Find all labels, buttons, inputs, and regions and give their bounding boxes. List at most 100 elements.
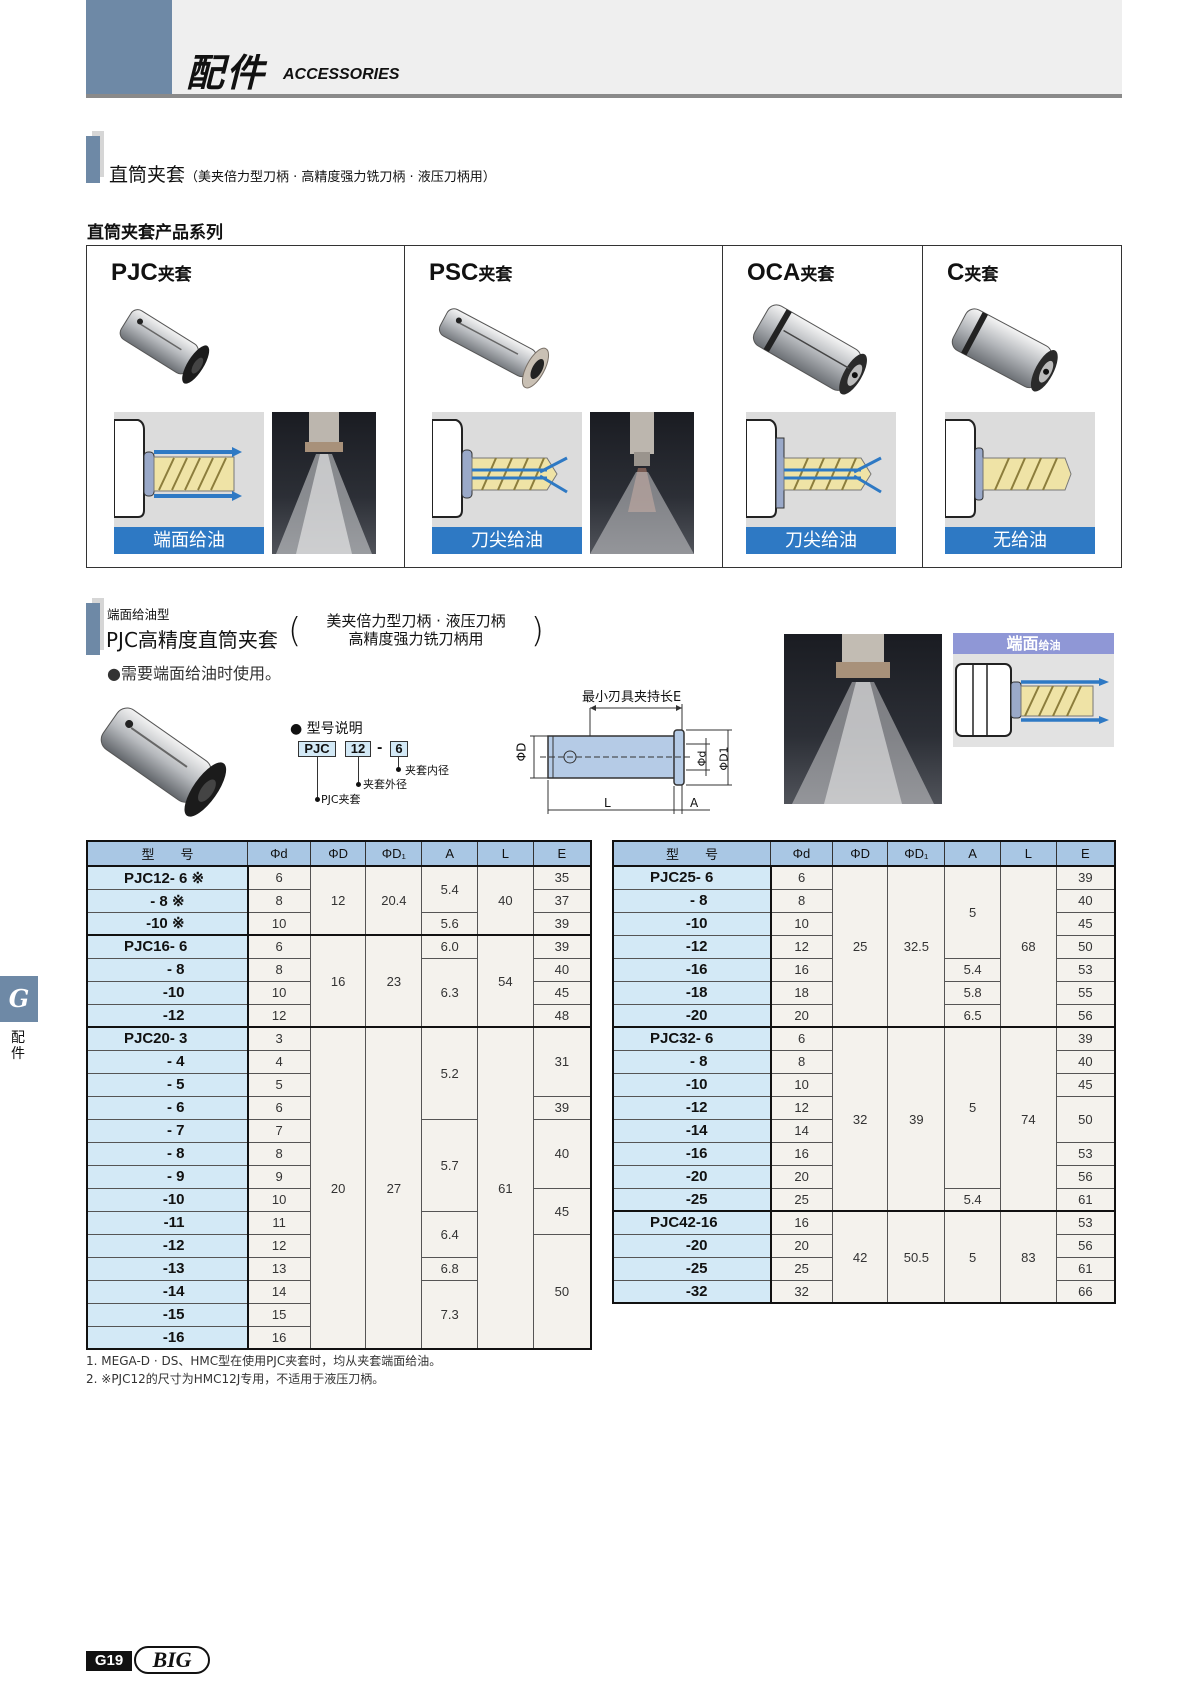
model-separator: - — [377, 741, 383, 756]
pjc-usage-note: ●需要端面给油时使用。 — [107, 664, 281, 683]
model-part-inner-dia: 6 — [390, 741, 408, 757]
col-D1: ΦD₁ — [887, 840, 946, 867]
leader-dot — [315, 797, 320, 802]
col-A: A — [944, 840, 1002, 867]
section-title-paren: （美夹倍力型刀柄 · 高精度强力铣刀柄 · 液压刀柄用） — [185, 170, 496, 185]
coolant-label: 刀尖给油 — [432, 527, 582, 554]
coolant-diagram-tip: 刀尖给油 — [432, 412, 582, 554]
section-title-main: 直筒夹套 — [109, 164, 186, 186]
end-face-badge: 端面给油 — [953, 633, 1114, 654]
pjc-type-label: 端面给油型 — [107, 607, 170, 622]
chapter-tab-g[interactable]: G — [0, 976, 38, 1022]
oca-collet-image — [752, 304, 867, 395]
footnote-2: 2. ※PJC12的尺寸为HMC12J专用，不适用于液压刀柄。 — [86, 1372, 385, 1386]
tip-coolant-illustration — [432, 419, 568, 518]
drawing-label-D1: ΦD1 — [717, 746, 731, 771]
pjc-title: PJC高精度直筒夹套 — [106, 628, 278, 652]
spray-photo-illustration — [792, 634, 934, 804]
drawing-label-A: A — [690, 796, 699, 810]
model-part-series: PJC — [298, 741, 336, 757]
drawing-label-d: Φd — [695, 750, 709, 767]
psc-collet-image — [438, 308, 550, 389]
series-card-oca: OCA夹套 刀尖给油 — [723, 246, 923, 567]
series-name: C夹套 — [947, 259, 999, 286]
col-d: Φd — [770, 840, 833, 867]
model-part-outer-dia: 12 — [345, 741, 371, 757]
leader-line — [358, 757, 359, 782]
table-header-row: 型 号 Φd ΦD ΦD₁ A L E — [86, 840, 592, 867]
page-number: G19 — [86, 1651, 132, 1671]
col-A: A — [421, 840, 479, 867]
series-name: PJC夹套 — [111, 259, 192, 286]
pjc-usage-paren: ( 美夹倍力型刀柄 · 液压刀柄 高精度强力铣刀柄用 ) — [288, 612, 544, 648]
leader-line — [398, 757, 399, 767]
tip-coolant-illustration — [746, 419, 882, 518]
col-L: L — [477, 840, 534, 867]
badge-small-text: 给油 — [1038, 639, 1061, 652]
spray-photo-large — [784, 634, 942, 804]
pjc-product-image — [100, 707, 227, 817]
col-D: ΦD — [831, 840, 889, 867]
col-E: E — [1055, 840, 1116, 867]
bracket-open: ( — [288, 611, 302, 651]
col-E: E — [532, 840, 592, 867]
header-color-block — [86, 0, 172, 97]
leader-line — [317, 757, 318, 797]
col-model: 型 号 — [612, 840, 772, 867]
series-heading: 直筒夹套产品系列 — [87, 223, 223, 243]
no-coolant-illustration — [945, 419, 1072, 518]
end-face-coolant-illustration — [955, 663, 1109, 737]
end-face-coolant-illustration — [114, 419, 242, 518]
coolant-spray-photo — [272, 412, 376, 554]
product-series-panel: PJC夹套 端面给油 — [86, 245, 1122, 568]
spray-photo-illustration — [590, 412, 694, 554]
pjc-usage-line2: 高精度强力铣刀柄用 — [348, 630, 484, 648]
pjc-usage-line1: 美夹倍力型刀柄 · 液压刀柄 — [326, 612, 506, 630]
series-card-pjc: PJC夹套 端面给油 — [87, 246, 405, 567]
coolant-label: 无给油 — [945, 527, 1095, 554]
series-name: OCA夹套 — [747, 259, 835, 286]
col-D: ΦD — [309, 840, 367, 867]
badge-main-text: 端面 — [1006, 634, 1039, 653]
model-legend-title: ● 型号说明 — [290, 721, 363, 737]
c-collet-image — [951, 308, 1058, 392]
label-series: PJC夹套 — [321, 793, 361, 806]
series-card-c: C夹套 无给油 — [923, 246, 1120, 567]
page-title: 配件 — [186, 51, 267, 95]
brand-logo: BIG — [134, 1646, 210, 1674]
coolant-diagram-tip: 刀尖给油 — [746, 412, 896, 554]
end-face-badge-panel: 端面给油 — [953, 633, 1114, 747]
section-marker — [86, 603, 100, 655]
coolant-spray-photo — [590, 412, 694, 554]
table-header-row: 型 号 Φd ΦD ΦD₁ A L E — [612, 840, 1116, 867]
drawing-label-D: ΦD — [514, 742, 529, 762]
drawing-label-L: L — [604, 796, 611, 810]
leader-dot — [396, 767, 401, 772]
